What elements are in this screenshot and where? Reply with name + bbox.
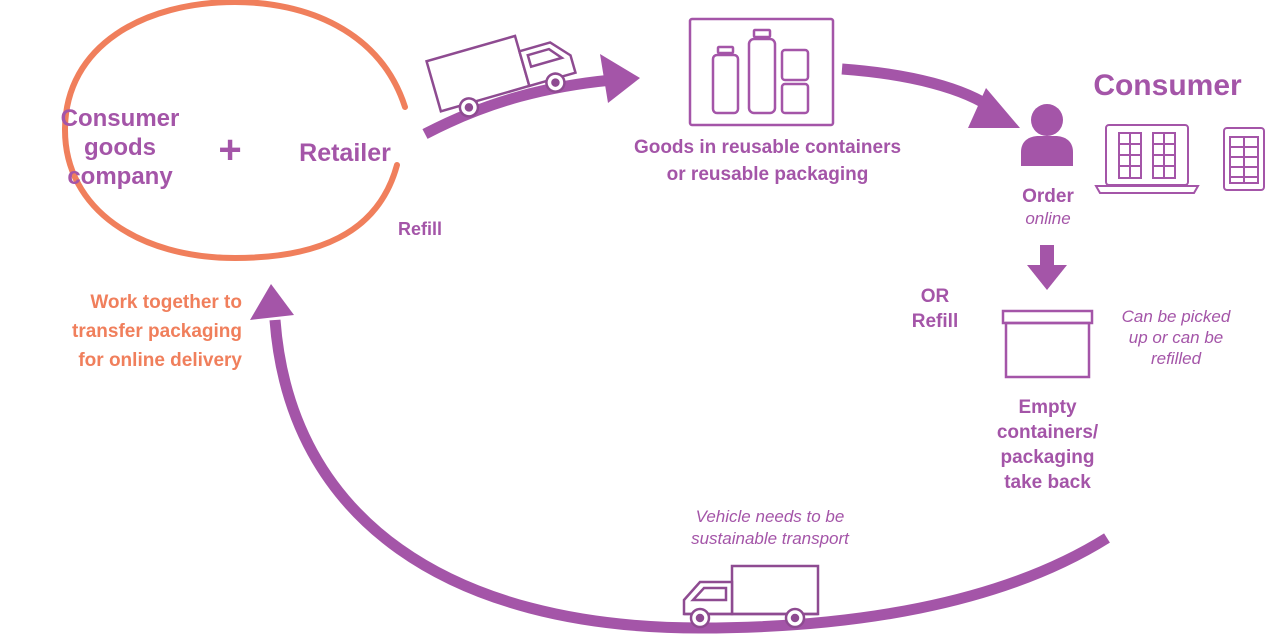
- take-back-line-2: containers/: [996, 422, 1099, 443]
- empty-box-icon: [1001, 309, 1094, 379]
- tablet-icon: [1223, 127, 1265, 191]
- return-arrowhead: [250, 284, 294, 320]
- take-back-line-3: packaging: [1000, 447, 1095, 468]
- return-arrow: [269, 319, 1110, 634]
- work-together-label: Work together to transfer packaging for …: [10, 288, 242, 375]
- vehicle-note-line-1: Vehicle needs to be: [695, 507, 845, 526]
- refill-label: Refill: [397, 219, 442, 239]
- delivery-arrowhead: [600, 54, 640, 103]
- partnership-ellipse: [61, 0, 408, 262]
- work-together-line-3: for online delivery: [78, 350, 242, 371]
- consumer-title: Consumer: [1093, 69, 1242, 102]
- company-line-2: goods: [84, 134, 156, 161]
- vehicle-note: Vehicle needs to be sustainable transpor…: [645, 506, 895, 550]
- pickup-note-line-2: up or can be: [1128, 328, 1224, 347]
- delivery-truck-icon: [425, 34, 578, 118]
- to-consumer-arrow: [841, 63, 999, 115]
- down-arrow-icon: [1027, 245, 1067, 290]
- or-text: OR: [920, 286, 950, 307]
- plus-sign: +: [218, 128, 242, 172]
- take-back-line-1: Empty: [1018, 397, 1077, 418]
- consumer-goods-company-label: Consumer goods company: [30, 104, 210, 191]
- person-icon: [1021, 104, 1073, 166]
- vehicle-note-line-2: sustainable transport: [691, 529, 849, 548]
- refill-text: Refill: [911, 311, 959, 332]
- reusable-containers-icon: [688, 17, 835, 127]
- work-together-line-2: transfer packaging: [72, 321, 242, 342]
- take-back-line-4: take back: [1004, 472, 1091, 493]
- or-refill-label: OR Refill: [890, 284, 980, 334]
- retailer-label: Retailer: [299, 139, 391, 167]
- pickup-note-line-3: refilled: [1150, 349, 1202, 368]
- work-together-line-1: Work together to: [90, 292, 242, 313]
- transport-truck-icon: [682, 564, 820, 629]
- online-label: online: [1025, 209, 1071, 228]
- goods-label: Goods in reusable containers or reusable…: [580, 134, 955, 188]
- delivery-arrow: [422, 74, 613, 139]
- pickup-note: Can be picked up or can be refilled: [1100, 306, 1252, 369]
- order-label: Order: [1022, 186, 1074, 207]
- company-line-3: company: [67, 163, 173, 190]
- pickup-note-line-1: Can be picked: [1121, 307, 1231, 326]
- company-line-1: Consumer: [60, 105, 180, 132]
- to-consumer-arrowhead: [968, 88, 1020, 128]
- laptop-icon: [1094, 124, 1200, 194]
- goods-line-2: or reusable packaging: [666, 164, 869, 185]
- take-back-label: Empty containers/ packaging take back: [980, 395, 1115, 495]
- goods-line-1: Goods in reusable containers: [633, 137, 902, 158]
